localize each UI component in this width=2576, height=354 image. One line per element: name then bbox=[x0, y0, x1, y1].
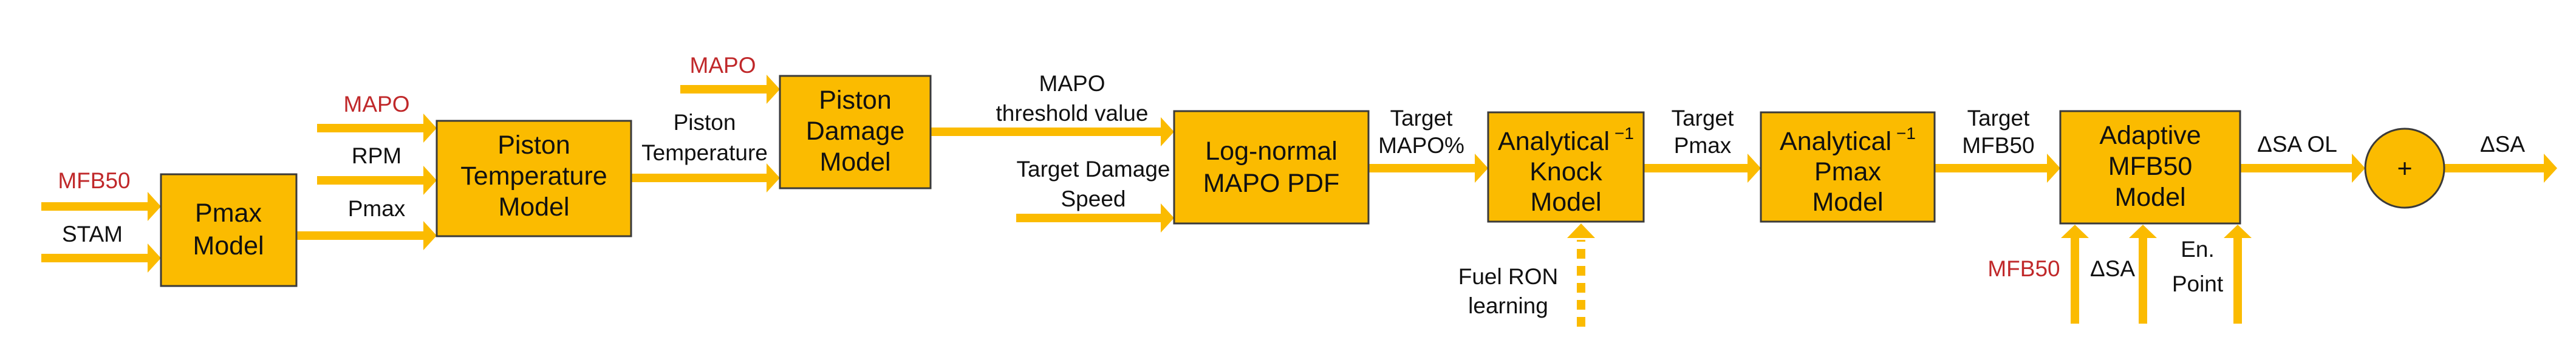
knock-model-label-3: Model bbox=[1530, 188, 1601, 217]
adaptive-mfb50-label-3: Model bbox=[2114, 183, 2185, 212]
signal-mapo-threshold-1: MAPO bbox=[1039, 71, 1105, 96]
mapo-pdf-block bbox=[1173, 110, 1370, 225]
signal-mapo-temperature: MAPO bbox=[344, 92, 410, 117]
signal-rpm: RPM bbox=[352, 143, 401, 168]
pmax-inverse-label-text: Analytical bbox=[1780, 127, 1891, 156]
arrow-mapo-threshold-to-pdf bbox=[931, 117, 1174, 146]
pmax-model-label-2: Model bbox=[193, 231, 264, 260]
signal-delta-sa-ol: ΔSA OL bbox=[2257, 132, 2337, 157]
signal-target-mapo-2: MAPO% bbox=[1378, 133, 1464, 158]
arrow-piston-temperature-to-damage bbox=[631, 163, 780, 192]
signal-target-pmax-1: Target bbox=[1672, 106, 1735, 131]
signal-piston-temperature-1: Piston bbox=[674, 110, 736, 135]
arrow-mapo-to-piston-damage bbox=[680, 75, 780, 104]
signal-target-pmax-2: Pmax bbox=[1674, 133, 1732, 158]
signal-stam: STAM bbox=[62, 222, 123, 247]
pmax-inverse-label-2: Pmax bbox=[1814, 157, 1881, 186]
adaptive-mfb50-model-block bbox=[2059, 110, 2241, 225]
piston-temperature-label-3: Model bbox=[498, 192, 569, 222]
signal-target-damage-speed-1: Target Damage bbox=[1017, 157, 1170, 182]
mapo-pdf-label-1: Log-normal bbox=[1205, 137, 1338, 166]
pmax-model-block bbox=[160, 173, 298, 287]
signal-target-mfb50-1: Target bbox=[1967, 106, 2031, 131]
signal-target-mfb50-2: MFB50 bbox=[1962, 133, 2034, 158]
arrow-delta-sa-up-to-adaptive bbox=[2129, 225, 2157, 324]
mapo-pdf-label-2: MAPO PDF bbox=[1203, 169, 1340, 198]
piston-damage-label-2: Damage bbox=[806, 117, 905, 146]
piston-temperature-label-2: Temperature bbox=[460, 162, 607, 191]
arrow-mapo-to-piston-temperature bbox=[317, 114, 437, 143]
summing-junction-sign: + bbox=[2397, 154, 2412, 183]
arrow-fuel-ron-head bbox=[1567, 223, 1595, 238]
signal-target-damage-speed-2: Speed bbox=[1061, 186, 1126, 211]
arrow-delta-sa-ol-to-junction bbox=[2240, 154, 2365, 183]
signal-pmax: Pmax bbox=[348, 196, 406, 221]
pmax-inverse-model-block bbox=[1760, 111, 1936, 223]
knock-model-label-1: Analytical−1 bbox=[1498, 124, 1634, 156]
arrow-mfb50-up-to-adaptive bbox=[2061, 225, 2089, 324]
knock-model-label-text: Analytical bbox=[1498, 127, 1610, 156]
knock-model-block bbox=[1487, 111, 1645, 223]
signal-delta-sa-input: ΔSA bbox=[2090, 256, 2135, 281]
arrow-mfb50-to-pmax-model bbox=[41, 192, 161, 221]
signal-mapo-damage: MAPO bbox=[690, 53, 756, 78]
pmax-inverse-label-1: Analytical −1 bbox=[1780, 124, 1916, 156]
piston-damage-label-3: Model bbox=[819, 148, 890, 177]
signal-mapo-threshold-2: threshold value bbox=[996, 101, 1149, 126]
piston-temperature-model-block bbox=[436, 120, 632, 237]
arrow-delta-sa-output bbox=[2444, 154, 2557, 183]
knock-model-label-2: Knock bbox=[1529, 157, 1602, 186]
arrow-target-damage-speed-to-pdf bbox=[1016, 203, 1174, 233]
signal-engine-point-2: Point bbox=[2172, 271, 2224, 296]
signal-mfb50-input: MFB50 bbox=[58, 168, 130, 193]
signal-fuel-ron-1: Fuel RON bbox=[1458, 264, 1558, 289]
piston-temperature-label-1: Piston bbox=[497, 131, 570, 160]
signal-fuel-ron-2: learning bbox=[1468, 293, 1548, 318]
signal-mfb50-adaptive: MFB50 bbox=[1987, 256, 2060, 281]
arrow-stam-to-pmax-model bbox=[41, 243, 161, 273]
arrow-target-mapo-to-knock-model bbox=[1368, 154, 1488, 183]
summing-junction bbox=[2364, 128, 2445, 209]
arrow-target-pmax-to-pmax-inverse bbox=[1644, 154, 1761, 183]
arrow-rpm-to-piston-temperature bbox=[317, 166, 437, 195]
signal-engine-point-1: En. bbox=[2181, 237, 2215, 262]
signal-piston-temperature-2: Temperature bbox=[641, 140, 768, 165]
adaptive-mfb50-label-1: Adaptive bbox=[2099, 121, 2201, 150]
signal-delta-sa-output: ΔSA bbox=[2480, 132, 2525, 157]
arrow-target-mfb50-to-adaptive bbox=[1935, 154, 2060, 183]
signal-target-mapo-1: Target bbox=[1390, 106, 1454, 131]
pmax-inverse-superscript: −1 bbox=[1896, 124, 1916, 143]
knock-model-inverse-superscript: −1 bbox=[1614, 124, 1634, 143]
pmax-inverse-label-3: Model bbox=[1812, 188, 1883, 217]
pmax-model-label-1: Pmax bbox=[195, 199, 262, 228]
piston-damage-label-1: Piston bbox=[819, 86, 892, 115]
adaptive-mfb50-label-2: MFB50 bbox=[2108, 152, 2193, 181]
piston-damage-model-block bbox=[779, 75, 932, 189]
arrow-engine-point-up-to-adaptive bbox=[2224, 225, 2252, 324]
arrow-pmax-to-piston-temperature bbox=[296, 221, 437, 250]
